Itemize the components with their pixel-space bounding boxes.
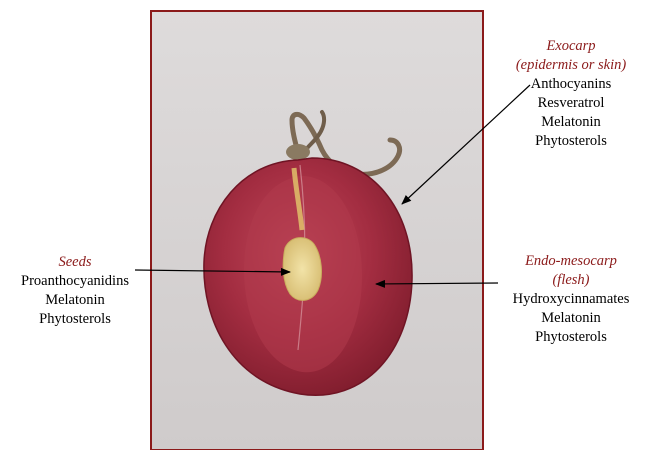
- endo-compound: Phytosterols: [494, 328, 648, 347]
- seeds-compound: Melatonin: [0, 291, 150, 310]
- exocarp-title: Exocarp: [506, 37, 636, 56]
- endo-compound: Hydroxycinnamates: [494, 290, 648, 309]
- exocarp-compound: Melatonin: [506, 113, 636, 132]
- endo-title: Endo-mesocarp: [494, 252, 648, 271]
- endo-mesocarp-label: Endo-mesocarp (flesh) Hydroxycinnamates …: [494, 252, 648, 347]
- exocarp-compound: Phytosterols: [506, 132, 636, 151]
- exocarp-label: Exocarp (epidermis or skin) Anthocyanins…: [506, 37, 636, 151]
- exocarp-compound: Resveratrol: [506, 94, 636, 113]
- exocarp-subtitle: (epidermis or skin): [506, 56, 636, 75]
- grape-seed: [283, 238, 321, 301]
- exocarp-compound: Anthocyanins: [506, 75, 636, 94]
- endo-subtitle: (flesh): [494, 271, 648, 290]
- seeds-title: Seeds: [0, 253, 150, 272]
- seeds-label: Seeds Proanthocyanidins Melatonin Phytos…: [0, 253, 150, 329]
- seeds-compound: Proanthocyanidins: [0, 272, 150, 291]
- seeds-compound: Phytosterols: [0, 310, 150, 329]
- endo-compound: Melatonin: [494, 309, 648, 328]
